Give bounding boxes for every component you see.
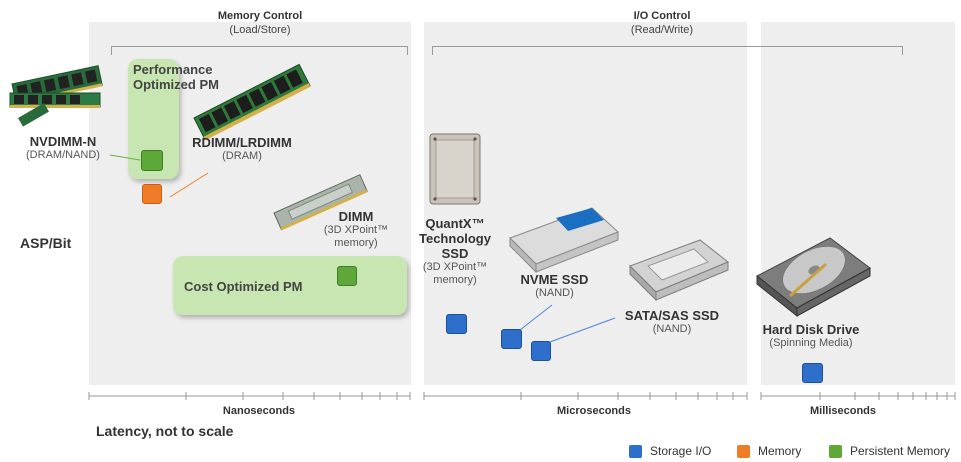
memory-control-title: Memory Control: [217, 10, 303, 22]
rdimm-image: [193, 63, 311, 141]
nvdimm-image: [9, 65, 103, 127]
nvme-ssd-image: [509, 207, 619, 274]
memory-control-subtitle: (Load/Store): [229, 24, 291, 36]
quantx-storage-marker: [446, 314, 467, 334]
memory-swatch: [737, 444, 750, 458]
nvme-storage-marker: [501, 329, 522, 349]
microseconds-label: Microseconds: [557, 405, 631, 417]
cost-pm-marker: [337, 266, 357, 286]
hard-disk-drive-image: [756, 237, 871, 318]
legend-persistent-memory-label: Persistent Memory: [850, 444, 951, 458]
milliseconds-label: Milliseconds: [809, 405, 877, 417]
dimm-label: DIMM (3D XPoint™ memory): [312, 209, 400, 250]
nanoseconds-label: Nanoseconds: [222, 405, 296, 417]
legend-memory-label: Memory: [758, 444, 802, 458]
hdd-label: Hard Disk Drive (Spinning Media): [754, 322, 868, 350]
dimm-image: [273, 174, 368, 231]
memory-control-header: Memory Control (Load/Store): [160, 9, 360, 37]
nvme-subtitle: (NAND): [535, 287, 574, 299]
rdimm-label: RDIMM/LRDIMM (DRAM): [180, 135, 304, 163]
quantx-ssd-image: [429, 133, 481, 205]
performance-optimized-pm-label: Performance Optimized PM: [133, 62, 219, 92]
io-control-header: I/O Control (Read/Write): [562, 9, 762, 37]
nvme-connector: [519, 304, 553, 331]
io-control-title: I/O Control: [633, 10, 691, 22]
rdimm-title: RDIMM/LRDIMM: [192, 135, 292, 150]
quantx-subtitle: (3D XPoint™ memory): [422, 261, 488, 286]
cost-optimized-pm-zone: [173, 256, 407, 315]
dimm-title: DIMM: [338, 209, 374, 224]
dimm-subtitle: (3D XPoint™ memory): [323, 224, 389, 249]
rdimm-subtitle: (DRAM): [222, 150, 262, 162]
cost-optimized-pm-label: Cost Optimized PM: [184, 279, 303, 294]
rdimm-connector: [169, 172, 209, 198]
nvdimm-subtitle: (DRAM/NAND): [26, 149, 100, 161]
sata-label: SATA/SAS SSD (NAND): [614, 308, 730, 336]
nvdimm-label: NVDIMM-N (DRAM/NAND): [14, 134, 112, 162]
nvdimm-connector: [109, 154, 141, 161]
latency-caption: Latency, not to scale: [96, 423, 234, 439]
performance-pm-marker: [141, 150, 163, 171]
legend-storage-io-label: Storage I/O: [650, 444, 712, 458]
sata-subtitle: (NAND): [652, 323, 692, 335]
hdd-subtitle: (Spinning Media): [769, 337, 853, 349]
legend-persistent-memory: Persistent Memory: [829, 444, 950, 458]
hdd-storage-marker: [802, 363, 823, 383]
sata-ssd-image: [629, 239, 729, 302]
nvme-title: NVME SSD: [520, 272, 589, 287]
sata-connector: [549, 317, 616, 343]
storage-io-swatch: [629, 444, 642, 458]
io-control-subtitle: (Read/Write): [630, 24, 694, 36]
persistent-memory-swatch: [829, 444, 842, 458]
memory-control-bracket: [111, 46, 408, 55]
hdd-title: Hard Disk Drive: [762, 322, 860, 337]
nvme-label: NVME SSD (NAND): [507, 272, 602, 300]
sata-title: SATA/SAS SSD: [624, 308, 720, 323]
legend-memory: Memory: [737, 444, 801, 458]
milliseconds-panel: [761, 22, 955, 385]
legend-storage-io: Storage I/O: [629, 444, 711, 458]
rdimm-memory-marker: [142, 184, 162, 204]
sata-storage-marker: [531, 341, 551, 361]
latency-axis: [88, 392, 956, 400]
io-control-bracket: [432, 46, 903, 55]
asp-per-bit-label: ASP/Bit: [20, 235, 72, 251]
quantx-label: QuantX™ Technology SSD (3D XPoint™ memor…: [413, 216, 497, 287]
quantx-title: QuantX™ Technology SSD: [419, 216, 491, 261]
nvdimm-title: NVDIMM-N: [29, 134, 97, 149]
